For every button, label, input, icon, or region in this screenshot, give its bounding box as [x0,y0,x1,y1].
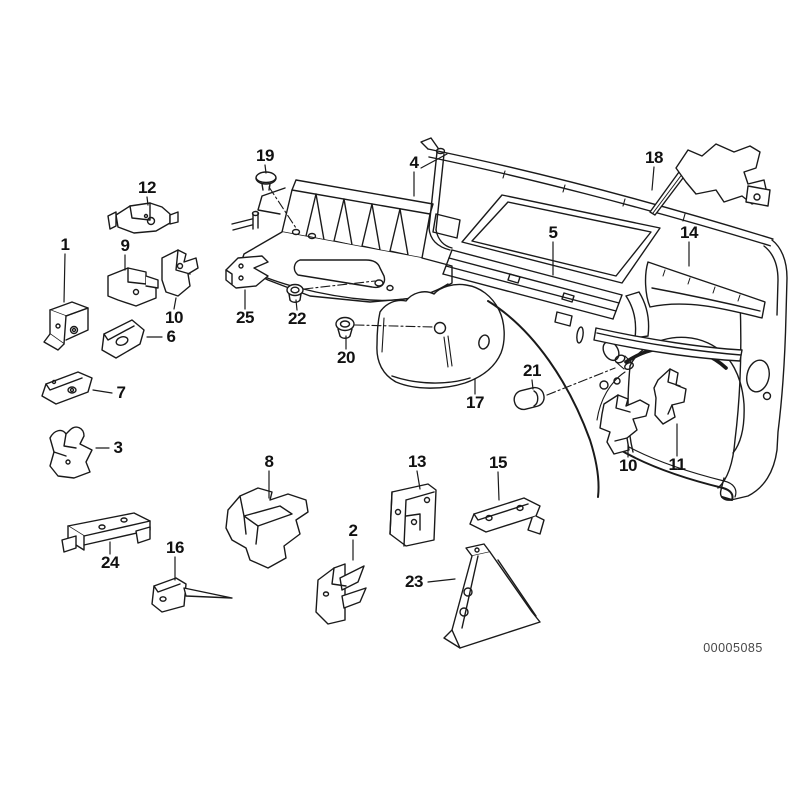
bracket-18 [649,143,771,216]
bracket-12 [107,202,179,234]
splash-guard-17 [376,283,626,498]
part-callout-25: 25 [236,308,254,327]
part-callout-14: 14 [680,223,698,242]
part-callout-20: 20 [337,348,355,367]
rail-24 [61,512,151,553]
part-callout-23: 23 [405,572,423,591]
plug-19 [255,171,277,191]
part-callout-18: 18 [645,148,663,167]
bracket-9 [107,267,159,307]
clip-3 [49,426,93,479]
part-callout-8: 8 [264,452,274,471]
part-callout-15: 15 [489,453,507,472]
plate-13 [389,483,437,547]
bracket-11 [653,368,687,425]
bracket-10-left [161,249,199,297]
part-callout-19: 19 [256,146,274,165]
gusset-23 [443,543,541,649]
rubber-cap-21 [513,386,545,411]
cowl-beam [442,249,623,327]
part-callout-24: 24 [101,553,119,572]
part-callout-5: 5 [548,223,558,242]
bracket-15 [469,497,545,535]
cowl-top-strip [420,137,774,247]
clip-2 [315,563,367,625]
part-callout-10: 10 [165,308,183,327]
part-callout-4: 4 [409,153,419,172]
part-callout-2: 2 [348,521,358,540]
image-id-watermark: 00005085 [703,641,763,655]
part-callout-12: 12 [138,178,156,197]
leader-lines [63,153,690,583]
part-callout-1: 1 [60,235,70,254]
part-callout-17: 17 [466,393,484,412]
part-callout-22: 22 [288,309,306,328]
panel-14-drawing [593,261,766,362]
centerlines [268,186,616,396]
bracket-8 [225,487,309,569]
part-callout-16: 16 [166,538,184,557]
part-callout-10: 10 [619,456,637,475]
part-callout-11: 11 [668,455,686,474]
part-callout-3: 3 [113,438,123,457]
bracket-16 [151,577,233,613]
part-callout-9: 9 [120,236,130,255]
part-callout-13: 13 [408,452,426,471]
bracket-10-right [599,394,650,455]
cowl-opening-panel [461,194,661,284]
part-callout-6: 6 [166,327,176,346]
grommet-20 [335,316,355,339]
plate-6 [101,319,145,359]
grommet-22 [286,283,304,303]
part-callout-7: 7 [116,383,126,402]
bracket-1 [43,301,89,351]
part-callout-21: 21 [523,361,541,380]
plate-7 [41,371,93,405]
plate-25 [225,255,269,289]
